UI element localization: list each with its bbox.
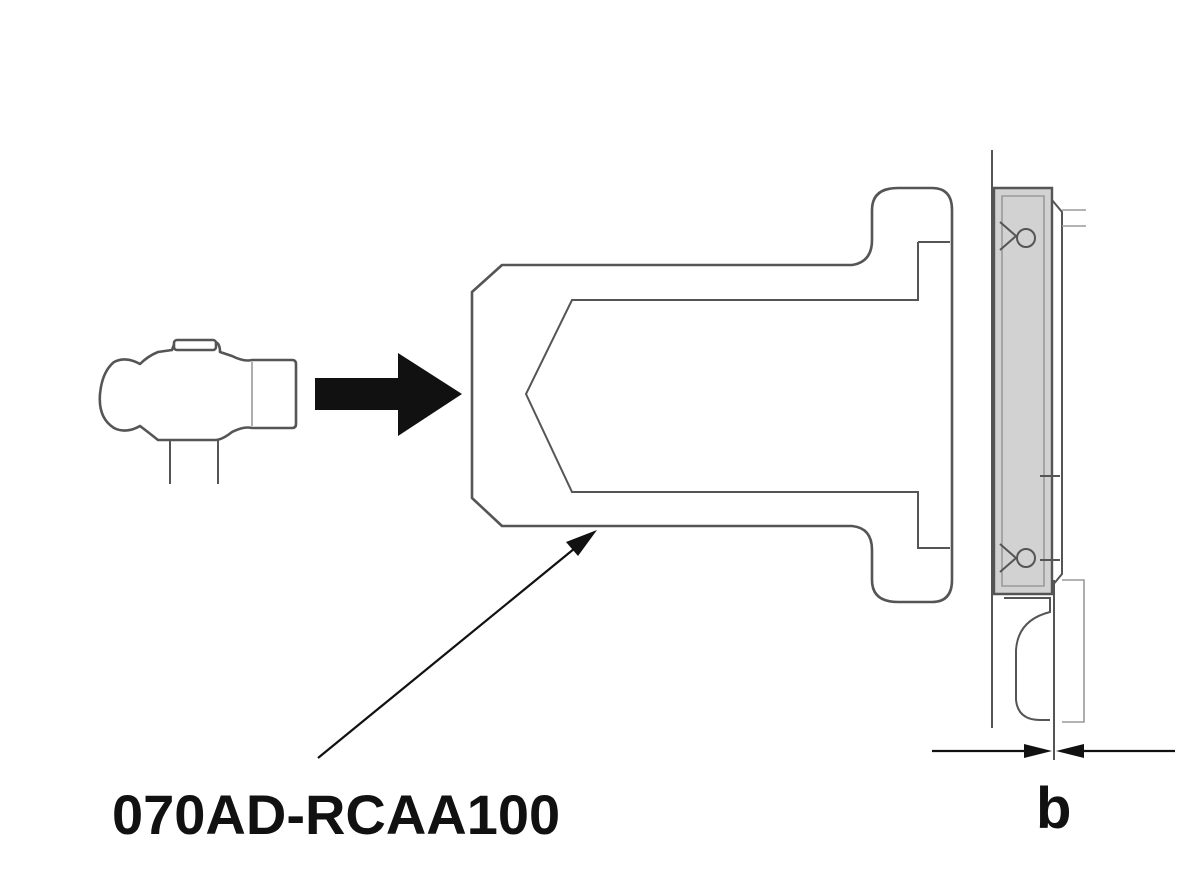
tool-part-number-label: 070AD-RCAA100 (112, 783, 560, 846)
transmission-housing (991, 150, 1086, 760)
dimension-b-indicator (932, 744, 1175, 758)
dimension-b-label: b (1036, 776, 1071, 841)
hammer-icon (98, 338, 298, 484)
tool-leader-arrow (317, 530, 597, 759)
right-arrow-icon (315, 353, 462, 436)
seal-driver-tool (470, 186, 954, 604)
